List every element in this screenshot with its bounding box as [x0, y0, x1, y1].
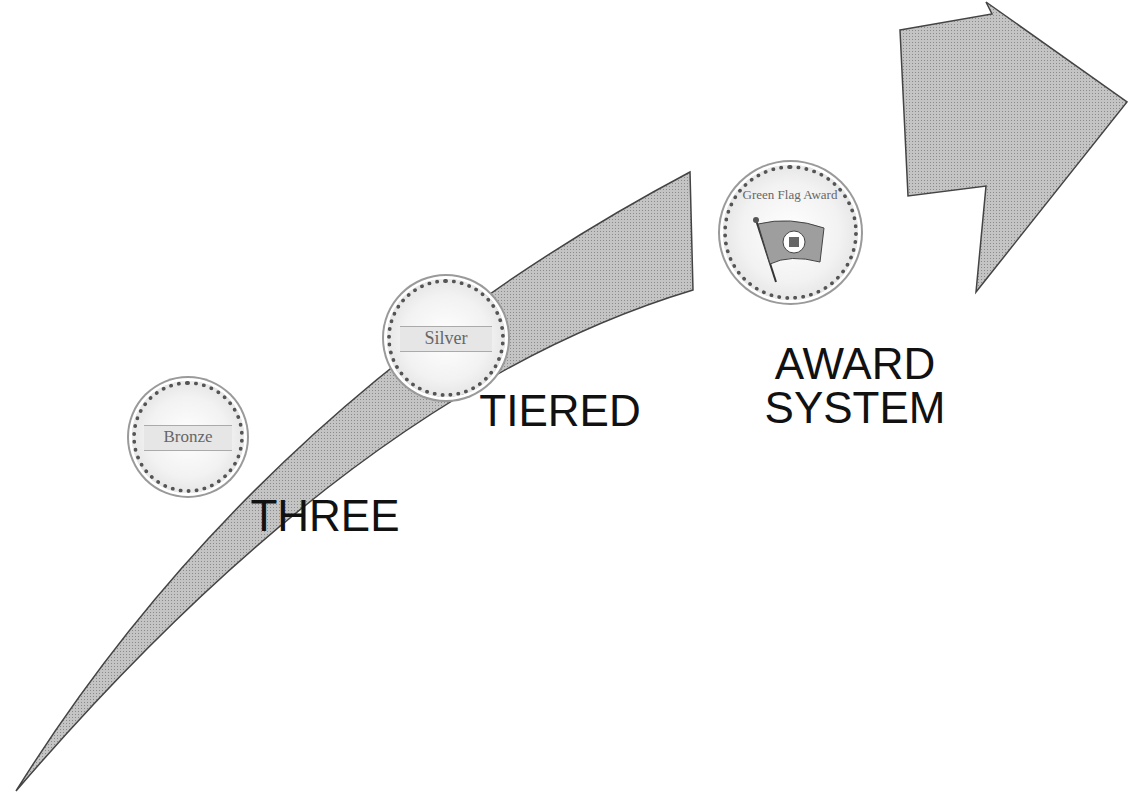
arrow-shaft: [16, 172, 693, 791]
badge-label: Green Flag Award: [737, 187, 844, 203]
flag-icon: [750, 214, 830, 284]
title-word: THREE: [250, 494, 400, 538]
title-word: TIERED: [455, 389, 665, 433]
award-badge: Green Flag Award: [723, 165, 858, 300]
badge-label: Bronze: [136, 427, 240, 447]
award-badge: Bronze: [132, 381, 244, 493]
arrow-head: [900, 2, 1127, 292]
award-badge: Silver: [387, 279, 505, 397]
badge-label: Silver: [391, 328, 501, 349]
title-word: AWARD SYSTEM: [740, 342, 970, 430]
